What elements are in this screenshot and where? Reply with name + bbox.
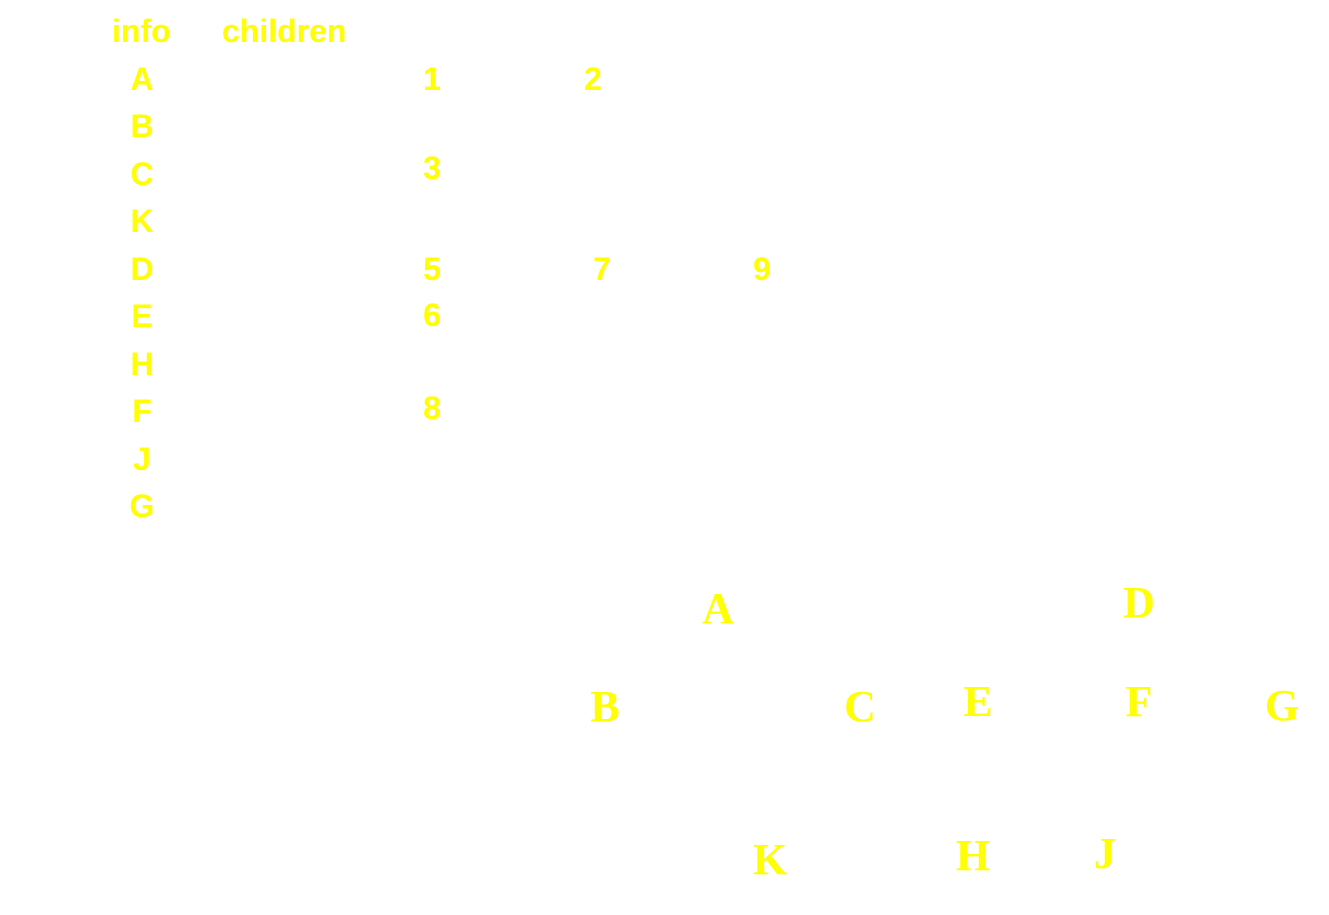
tree-node: D <box>1123 578 1155 627</box>
child-index: 5 <box>423 251 441 287</box>
info-cell: A <box>130 61 154 97</box>
child-index: 9 <box>753 251 771 287</box>
tree-node: C <box>844 682 876 731</box>
child-index: 7 <box>593 251 611 287</box>
info-cell: C <box>130 156 154 192</box>
child-index: 2 <box>584 61 602 97</box>
info-cell: J <box>133 441 151 477</box>
info-cell: E <box>131 298 153 334</box>
info-cell: K <box>130 203 154 239</box>
info-cell: G <box>129 488 155 524</box>
child-index: 6 <box>423 297 441 333</box>
child-index: 8 <box>423 390 441 426</box>
tree-node: G <box>1264 681 1300 730</box>
tree-node: H <box>955 831 991 880</box>
child-index: 3 <box>423 150 441 186</box>
info-cell: D <box>130 251 154 287</box>
tree-node: K <box>752 835 788 884</box>
info-cell: B <box>130 108 154 144</box>
tree-node: E <box>963 677 993 726</box>
info-header: info <box>112 13 171 49</box>
info-cell: H <box>130 346 154 382</box>
tree-node: J <box>1094 829 1116 878</box>
child-index: 1 <box>423 61 441 97</box>
tree-node: F <box>1125 677 1153 726</box>
tree-node: B <box>590 682 620 731</box>
info-cell: F <box>132 393 152 429</box>
children-header: children <box>222 13 347 49</box>
tree-node: A <box>702 584 734 633</box>
